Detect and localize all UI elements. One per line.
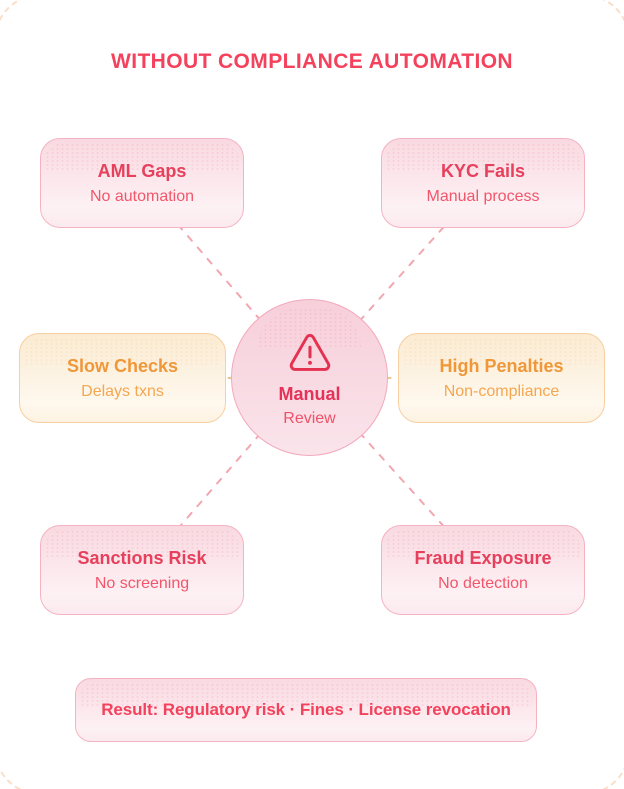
result-banner: Result: Regulatory risk · Fines · Licens… [75,678,537,742]
node-aml-gaps: AML Gaps No automation [40,138,244,228]
result-text: Result: Regulatory risk · Fines · Licens… [101,700,511,719]
node-high-penalties: High Penalties Non-compliance [398,333,605,423]
node-subtitle: No automation [89,187,195,205]
node-title: Slow Checks [66,355,179,376]
hub-label: Manual [278,384,341,404]
node-subtitle: Non-compliance [443,382,560,400]
node-subtitle: No screening [94,574,190,592]
node-title: Sanctions Risk [77,547,207,568]
node-title: High Penalties [439,355,564,376]
warning-triangle-icon [289,334,330,371]
hub-manual-review: Manual Review [231,299,388,456]
node-subtitle: Manual process [426,187,540,205]
hub-sublabel: Review [283,410,336,427]
node-sanctions-risk: Sanctions Risk No screening [40,525,244,615]
node-title: AML Gaps [97,160,187,181]
node-subtitle: No detection [438,574,528,592]
node-slow-checks: Slow Checks Delays txns [19,333,226,423]
page-title: WITHOUT COMPLIANCE AUTOMATION [110,50,513,73]
node-title: Fraud Exposure [414,547,552,568]
node-subtitle: Delays txns [81,382,164,400]
node-fraud-exposure: Fraud Exposure No detection [381,525,585,615]
node-kyc-fails: KYC Fails Manual process [381,138,585,228]
node-title: KYC Fails [440,160,526,181]
